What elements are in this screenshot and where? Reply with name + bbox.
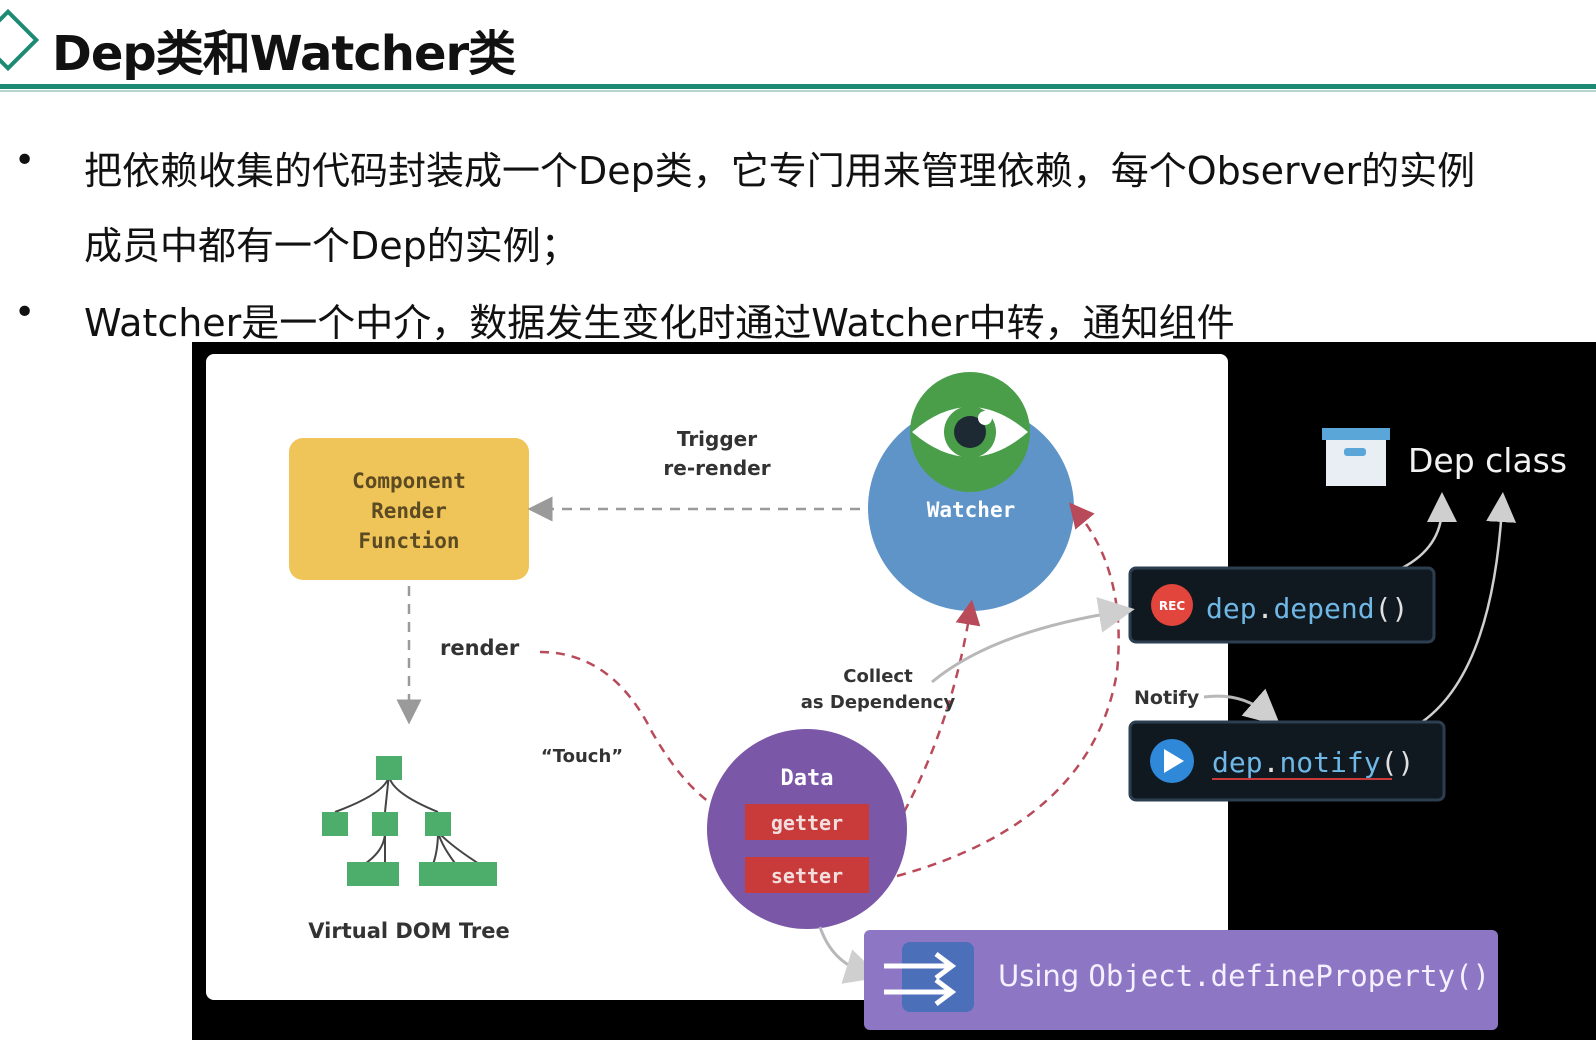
setter-label: setter bbox=[771, 864, 843, 888]
collect-to-depend-arrow bbox=[931, 597, 1135, 684]
component-box-line-1: Component bbox=[352, 469, 466, 493]
bullet-1-line-2: 成员中都有一个Dep的实例； bbox=[84, 224, 579, 268]
component-box-line-3: Function bbox=[358, 529, 459, 553]
rec-icon bbox=[1151, 584, 1193, 626]
notify-to-dep-arrow bbox=[1421, 492, 1517, 724]
bullet-1-line-1: 把依赖收集的代码封装成一个Dep类，它专门用来管理依赖，每个Observer的实… bbox=[84, 149, 1476, 193]
getter-label: getter bbox=[771, 811, 843, 835]
dep-notify-box bbox=[1128, 720, 1446, 802]
setter-badge bbox=[745, 857, 869, 893]
notify-path bbox=[896, 502, 1120, 878]
slide-header: Dep类和Watcher类 bbox=[0, 0, 1596, 95]
watcher-label: Watcher bbox=[927, 498, 1016, 522]
archive-box-icon bbox=[1322, 428, 1390, 486]
component-box-line-2: Render bbox=[371, 499, 447, 523]
touch-label: “Touch” bbox=[541, 746, 623, 767]
component-render-box bbox=[289, 438, 529, 580]
reactivity-diagram: Component Render Function Trigger re-ren… bbox=[192, 342, 1596, 1040]
dep-depend-code: dep.depend() bbox=[1206, 592, 1408, 625]
tree-nodes bbox=[322, 756, 497, 886]
depend-to-dep-arrow bbox=[1401, 492, 1457, 570]
collect-path bbox=[902, 599, 981, 813]
rec-badge: REC bbox=[1159, 599, 1185, 613]
notify-label: Notify bbox=[1134, 687, 1200, 709]
render-label: render bbox=[440, 636, 520, 660]
define-property-label: Using Object.defineProperty() bbox=[998, 959, 1490, 993]
define-property-bar bbox=[864, 930, 1498, 1030]
data-label: Data bbox=[781, 766, 834, 791]
dep-class-label: Dep class bbox=[1408, 441, 1567, 480]
bullet-2-line-1: Watcher是一个中介，数据发生变化时通过Watcher中转，通知组件 bbox=[84, 301, 1235, 345]
bullet-dot-1: • bbox=[14, 140, 36, 181]
touch-path bbox=[539, 650, 749, 825]
slide-title: Dep类和Watcher类 bbox=[52, 26, 516, 82]
getter-badge bbox=[745, 804, 869, 840]
transfer-icon bbox=[884, 942, 974, 1012]
header-rule bbox=[0, 84, 1596, 89]
header-rule-shadow bbox=[0, 90, 1596, 92]
trigger-label-2: re-render bbox=[663, 456, 770, 480]
trigger-label-1: Trigger bbox=[677, 427, 757, 451]
diamond-icon bbox=[0, 8, 40, 72]
notify-arrow bbox=[1203, 688, 1281, 726]
data-to-define-arrow bbox=[818, 926, 882, 984]
dep-notify-code: dep.notify() bbox=[1212, 746, 1414, 779]
collect-label-2: as Dependency bbox=[801, 692, 956, 713]
collect-label-1: Collect bbox=[843, 666, 913, 687]
bullet-dot-2: • bbox=[14, 292, 36, 333]
vdom-label: Virtual DOM Tree bbox=[308, 919, 509, 943]
